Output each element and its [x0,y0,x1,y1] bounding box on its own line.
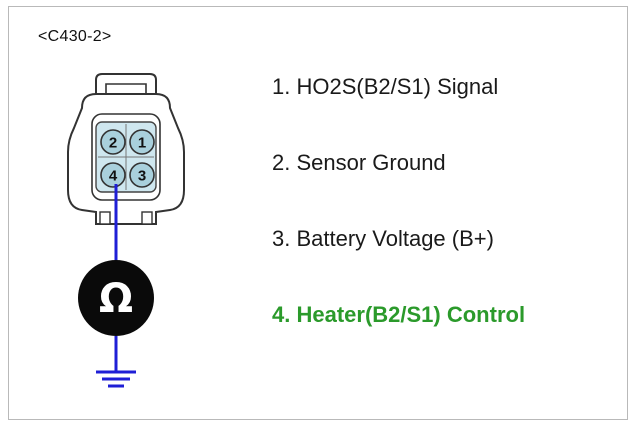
pin-description-2: 2. Sensor Ground [272,150,446,175]
pin-description-3: 3. Battery Voltage (B+) [272,226,494,251]
connector-latch [95,73,157,94]
ground-icon [96,370,136,388]
ohm-icon: Ω [99,276,133,322]
pin-description-4-highlighted: 4. Heater(B2/S1) Control [272,302,526,327]
connector-id-label: <C430-2> [38,28,112,45]
pin-label-2: 2 [109,135,117,152]
connector-body [67,93,185,225]
pin-label-4: 4 [109,168,118,185]
pin-label-3: 3 [138,168,146,185]
ohmmeter-symbol: Ω [78,260,154,336]
pin-label-1: 1 [138,135,146,152]
connector-pin-4: 4 [100,162,126,188]
pin-description-1: 1. HO2S(B2/S1) Signal [272,74,499,99]
pin-description-list: 1. HO2S(B2/S1) Signal 2. Sensor Ground 3… [272,70,525,374]
connector-pin-2: 2 [100,129,126,155]
connector-pin-3: 3 [129,162,155,188]
connector-pin-1: 1 [129,129,155,155]
